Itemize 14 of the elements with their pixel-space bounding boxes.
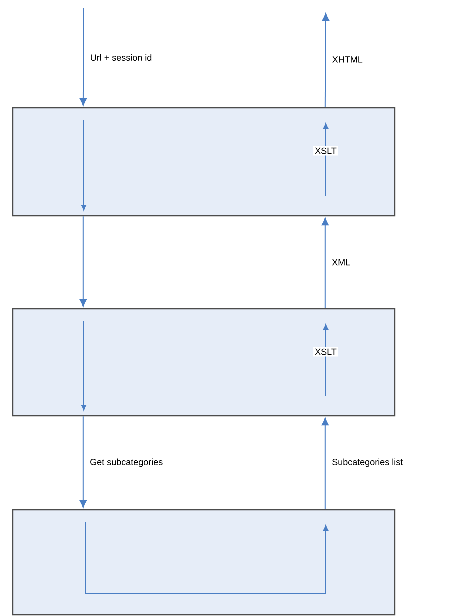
process-box: [12, 308, 396, 417]
edge-label: XHTML: [330, 55, 364, 64]
edge-label: Subcategories list: [330, 457, 405, 469]
edge-label: Url + session id: [88, 52, 154, 63]
edge-label: XML: [330, 258, 352, 268]
edge-label: Get subcategories: [88, 457, 165, 469]
arrow: [322, 13, 330, 108]
process-box: [12, 509, 396, 616]
arrow: [322, 218, 329, 309]
arrow: [80, 416, 87, 508]
arrow: [80, 216, 87, 308]
process-box: [12, 107, 396, 217]
arrow: [80, 8, 87, 106]
arrow: [322, 418, 329, 510]
